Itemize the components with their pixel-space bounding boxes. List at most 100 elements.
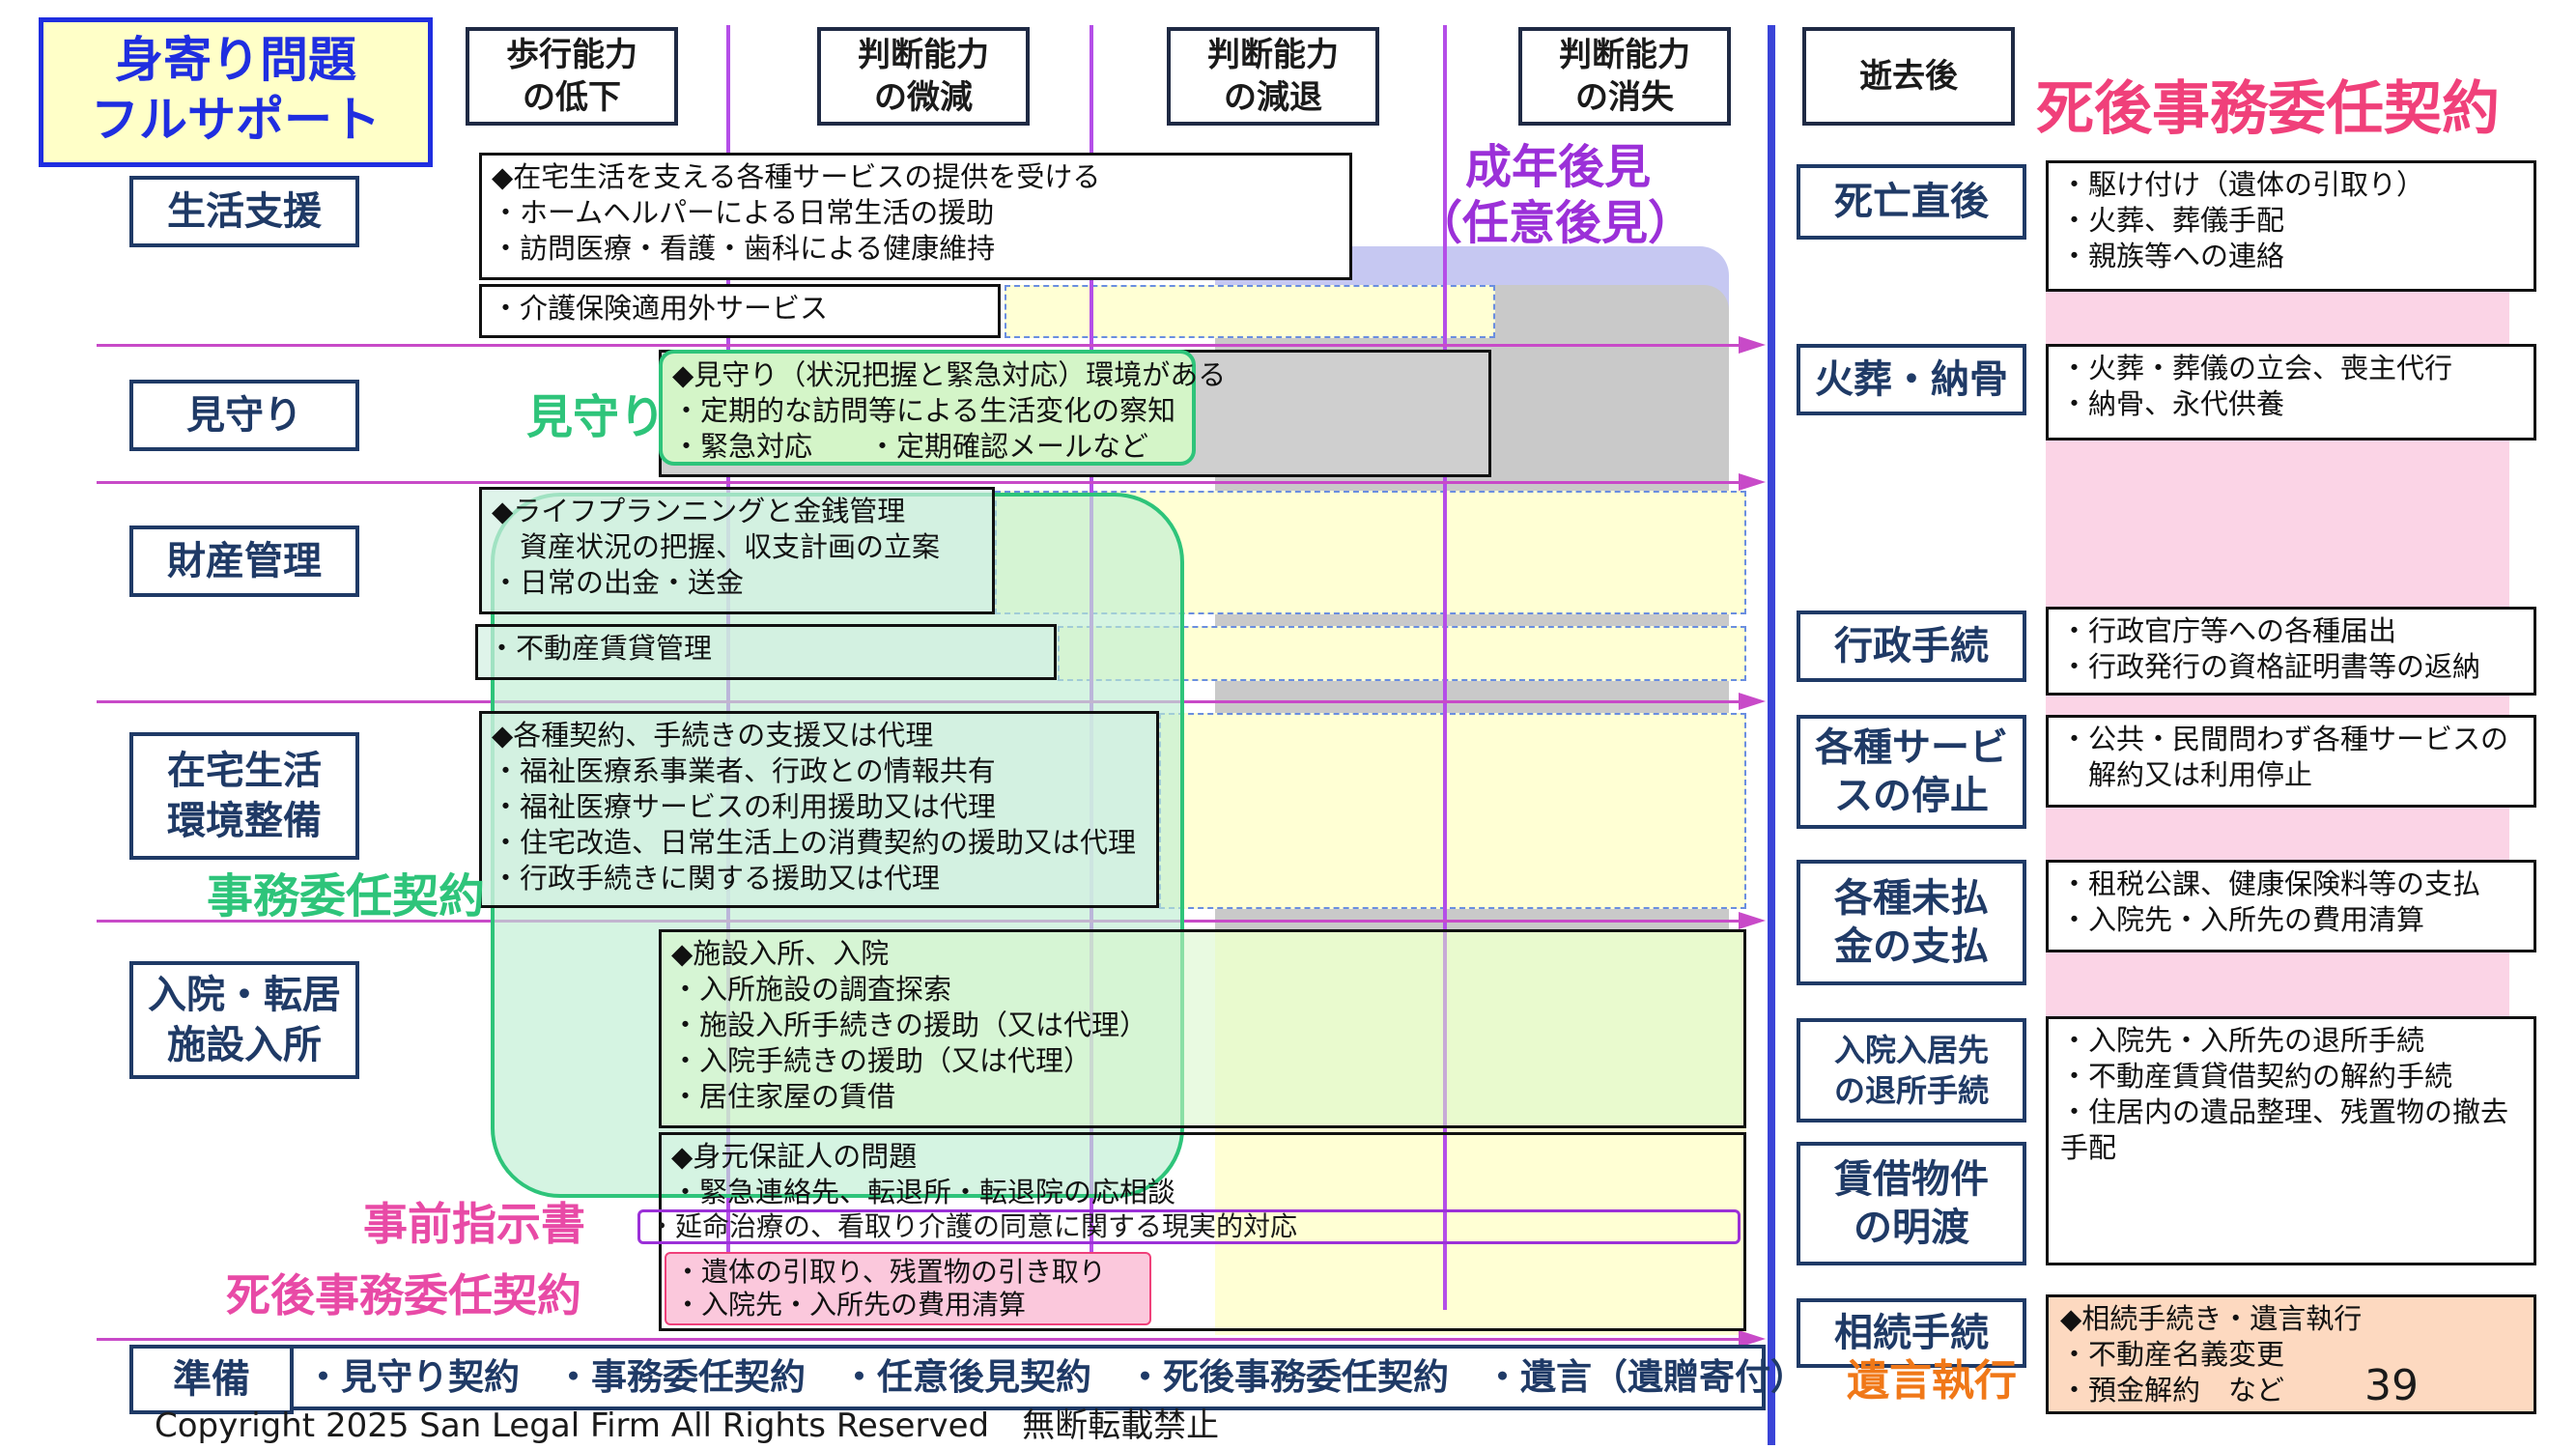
zaitaku-line: ・行政手続きに関する援助又は代理 bbox=[492, 862, 941, 895]
after-death-item-label-line: 各種サービ bbox=[1815, 725, 2008, 770]
advance-directive-line: ・延命治療の、看取り介護の同意に関する現実的対応 bbox=[648, 1210, 1298, 1242]
row-separator-1 bbox=[97, 344, 1750, 347]
zaitaku-line: ・福祉医療系事業者、行政との情報共有 bbox=[492, 754, 996, 787]
after-death-item-detail: ・行政官庁等への各種届出・行政発行の資格証明書等の返納 bbox=[2046, 607, 2536, 696]
zaitaku-line: ◆各種契約、手続きの支援又は代理 bbox=[492, 719, 934, 752]
zaitaku-box: ◆各種契約、手続きの支援又は代理 ・福祉医療系事業者、行政との情報共有 ・福祉医… bbox=[479, 711, 1159, 908]
after-death-item-detail-line: ・公共・民間問わず各種サービスの bbox=[2060, 723, 2509, 755]
guardianship-label-line1: 成年後見 bbox=[1464, 140, 1651, 194]
separator-arrowheads bbox=[1739, 336, 1766, 1348]
nyuin-box: ◆施設入所、入院 ・入所施設の調査探索 ・施設入所手続きの援助（又は代理） ・入… bbox=[659, 929, 1746, 1128]
zaisan-main-box: ◆ライフプランニングと金銭管理 資産状況の把握、収支計画の立案 ・日常の出金・送… bbox=[479, 487, 995, 614]
category-nyuin: 入院・転居 施設入所 bbox=[129, 961, 359, 1079]
mimamori-line: ・定期的な訪問等による生活変化の察知 bbox=[672, 394, 1176, 427]
after-death-item-detail-line: ・入院先・入所先の退所手続 bbox=[2060, 1024, 2425, 1057]
after-death-item-label-line: 火葬・納骨 bbox=[1815, 357, 2008, 402]
seikatsu-main-line: ・ホームヘルパーによる日常生活の援助 bbox=[492, 196, 995, 229]
after-death-item-detail-line: 解約又は利用停止 bbox=[2060, 758, 2313, 791]
after-death-item-label-line: 各種未払 bbox=[1834, 876, 1989, 921]
category-zaisan: 財産管理 bbox=[129, 526, 359, 597]
title-line1: 身寄り問題 bbox=[115, 32, 356, 88]
after-death-item-label-line: 金の支払 bbox=[1834, 924, 1989, 969]
category-junbi-label: 準備 bbox=[173, 1357, 250, 1402]
after-death-item-label: 死亡直後 bbox=[1797, 164, 2026, 240]
stage-judgment-loss: 判断能力 の消失 bbox=[1518, 27, 1731, 126]
junbi-text: ・見守り契約 ・事務委任契約 ・任意後見契約 ・死後事務委任契約 ・遺言（遺贈寄… bbox=[305, 1356, 1806, 1398]
category-zaitaku-line2: 環境整備 bbox=[167, 799, 322, 843]
category-nyuin-line2: 施設入所 bbox=[167, 1023, 322, 1067]
junbi-box: ・見守り契約 ・事務委任契約 ・任意後見契約 ・死後事務委任契約 ・遺言（遺贈寄… bbox=[290, 1345, 1806, 1410]
after-death-item-detail-line: ・預金解約 など bbox=[2060, 1374, 2285, 1406]
guarantor-box: ◆身元保証人の問題 ・緊急連絡先、転退所・転退院の応相談 bbox=[659, 1132, 1746, 1331]
zaitaku-line: ・福祉医療サービスの利用援助又は代理 bbox=[492, 790, 997, 823]
after-death-item-label-line: スの停止 bbox=[1834, 774, 1989, 818]
after-death-item-detail-line: ・駆け付け（遺体の引取り） bbox=[2060, 168, 2425, 201]
death-divider-line bbox=[1768, 25, 1775, 1445]
nyuin-line: ・入院手続きの援助（又は代理） bbox=[671, 1044, 1092, 1077]
stage-walking-line2: の低下 bbox=[523, 78, 621, 117]
title-box: 身寄り問題 フルサポート bbox=[39, 17, 433, 167]
after-death-item-detail: ・入院先・入所先の退所手続・不動産賃貸借契約の解約手続・住居内の遺品整理、残置物… bbox=[2046, 1016, 2536, 1265]
category-junbi: 準備 bbox=[129, 1345, 294, 1414]
after-death-item-label-line: 死亡直後 bbox=[1834, 180, 1989, 224]
advance-directive-label: 事前指示書 bbox=[363, 1198, 585, 1250]
guardianship-label-line2: （任意後見） bbox=[1416, 196, 1695, 250]
mimamori-box: ◆見守り（状況把握と緊急対応）環境がある ・定期的な訪問等による生活変化の察知 … bbox=[659, 350, 1227, 466]
nyuin-line: ・居住家屋の賃借 bbox=[671, 1080, 896, 1113]
after-death-item-detail-line: ・納骨、永代供養 bbox=[2060, 387, 2285, 420]
after-death-item-detail: ・火葬・葬儀の立会、喪主代行・納骨、永代供養 bbox=[2046, 344, 2536, 440]
after-death-item-label-line: の退所手続 bbox=[1833, 1072, 1989, 1109]
after-death-item-label: 各種サービスの停止 bbox=[1797, 715, 2026, 829]
category-mimamori-label: 見守り bbox=[186, 393, 302, 438]
stage-walking-line1: 歩行能力 bbox=[506, 36, 637, 74]
after-death-item-detail-line: ・入院先・入所先の費用清算 bbox=[2060, 903, 2425, 936]
stage-line-3 bbox=[1443, 25, 1447, 1310]
stage-loss-line2: の消失 bbox=[1575, 78, 1674, 117]
after-death-label-text: 逝去後 bbox=[1859, 57, 1958, 96]
post-death-mini-box: ・遺体の引取り、残置物の引き取り ・入院先・入所先の費用清算 bbox=[665, 1252, 1151, 1325]
after-death-item-label-line: 行政手続 bbox=[1834, 624, 1989, 668]
category-zaisan-label: 財産管理 bbox=[167, 539, 322, 583]
nyuin-line: ・施設入所手続きの援助（又は代理） bbox=[671, 1009, 1148, 1041]
seikatsu-sub-box: ・介護保険適用外サービス bbox=[479, 284, 1001, 338]
stage-decline-line2: の減退 bbox=[1224, 78, 1322, 117]
stage-slight-line1: 判断能力 bbox=[858, 36, 989, 74]
after-death-item-detail: ◆相続手続き・遺言執行・不動産名義変更・預金解約 など bbox=[2046, 1294, 2536, 1414]
after-death-item-detail: ・公共・民間問わず各種サービスの 解約又は利用停止 bbox=[2046, 715, 2536, 808]
post-death-label: 死後事務委任契約 bbox=[226, 1269, 581, 1321]
page-number: 39 bbox=[2364, 1361, 2419, 1410]
category-seikatsu-label: 生活支援 bbox=[167, 189, 322, 234]
zaitaku-yellow-fill bbox=[1159, 713, 1746, 909]
after-death-heading: 死後事務委任契約 bbox=[2036, 75, 2500, 143]
category-mimamori: 見守り bbox=[129, 380, 359, 451]
after-death-label: 逝去後 bbox=[1802, 27, 2015, 126]
after-death-item-detail-line: ・租税公課、健康保険料等の支払 bbox=[2060, 867, 2481, 900]
category-seikatsu: 生活支援 bbox=[129, 176, 359, 247]
guarantor-line: ◆身元保証人の問題 bbox=[671, 1140, 918, 1173]
after-death-item-detail: ・駆け付け（遺体の引取り）・火葬、葬儀手配・親族等への連絡 bbox=[2046, 160, 2536, 292]
after-death-item-detail-line: ・住居内の遺品整理、残置物の撤去 bbox=[2060, 1095, 2509, 1128]
after-death-item-label: 賃借物件の明渡 bbox=[1797, 1142, 2026, 1265]
seikatsu-main-line: ・訪問医療・看護・歯科による健康維持 bbox=[492, 232, 996, 265]
mimamori-line: ◆見守り（状況把握と緊急対応）環境がある bbox=[672, 358, 1227, 391]
stage-decline-line1: 判断能力 bbox=[1207, 36, 1339, 74]
seikatsu-main-box: ◆在宅生活を支える各種サービスの提供を受ける ・ホームヘルパーによる日常生活の援… bbox=[479, 153, 1352, 280]
zaisan-main-line: ・日常の出金・送金 bbox=[492, 566, 745, 599]
stage-judgment-slight: 判断能力 の微減 bbox=[817, 27, 1030, 126]
after-death-item-label-line: の明渡 bbox=[1854, 1206, 1969, 1250]
after-death-item-label: 相続手続 bbox=[1797, 1298, 2026, 1368]
stage-walking: 歩行能力 の低下 bbox=[466, 27, 678, 126]
after-death-item-detail-line: ・不動産名義変更 bbox=[2060, 1338, 2285, 1371]
after-death-item-label: 入院入居先の退所手続 bbox=[1797, 1018, 2026, 1122]
nyuin-line: ◆施設入所、入院 bbox=[671, 937, 890, 970]
after-death-item-label-line: 賃借物件 bbox=[1834, 1157, 1989, 1202]
after-death-item-detail-line: 手配 bbox=[2060, 1131, 2117, 1164]
after-death-item-detail-line: ・不動産賃貸借契約の解約手続 bbox=[2060, 1060, 2453, 1093]
seikatsu-yellow-fill bbox=[1005, 285, 1495, 338]
seikatsu-main-line: ◆在宅生活を支える各種サービスの提供を受ける bbox=[492, 160, 1101, 193]
nyuin-line: ・入所施設の調査探索 bbox=[671, 973, 952, 1006]
post-death-mini-line: ・入院先・入所先の費用清算 bbox=[674, 1289, 1027, 1321]
title-line2: フルサポート bbox=[91, 92, 381, 148]
after-death-item-detail-line: ◆相続手続き・遺言執行 bbox=[2060, 1302, 2363, 1335]
stage-loss-line1: 判断能力 bbox=[1559, 36, 1690, 74]
